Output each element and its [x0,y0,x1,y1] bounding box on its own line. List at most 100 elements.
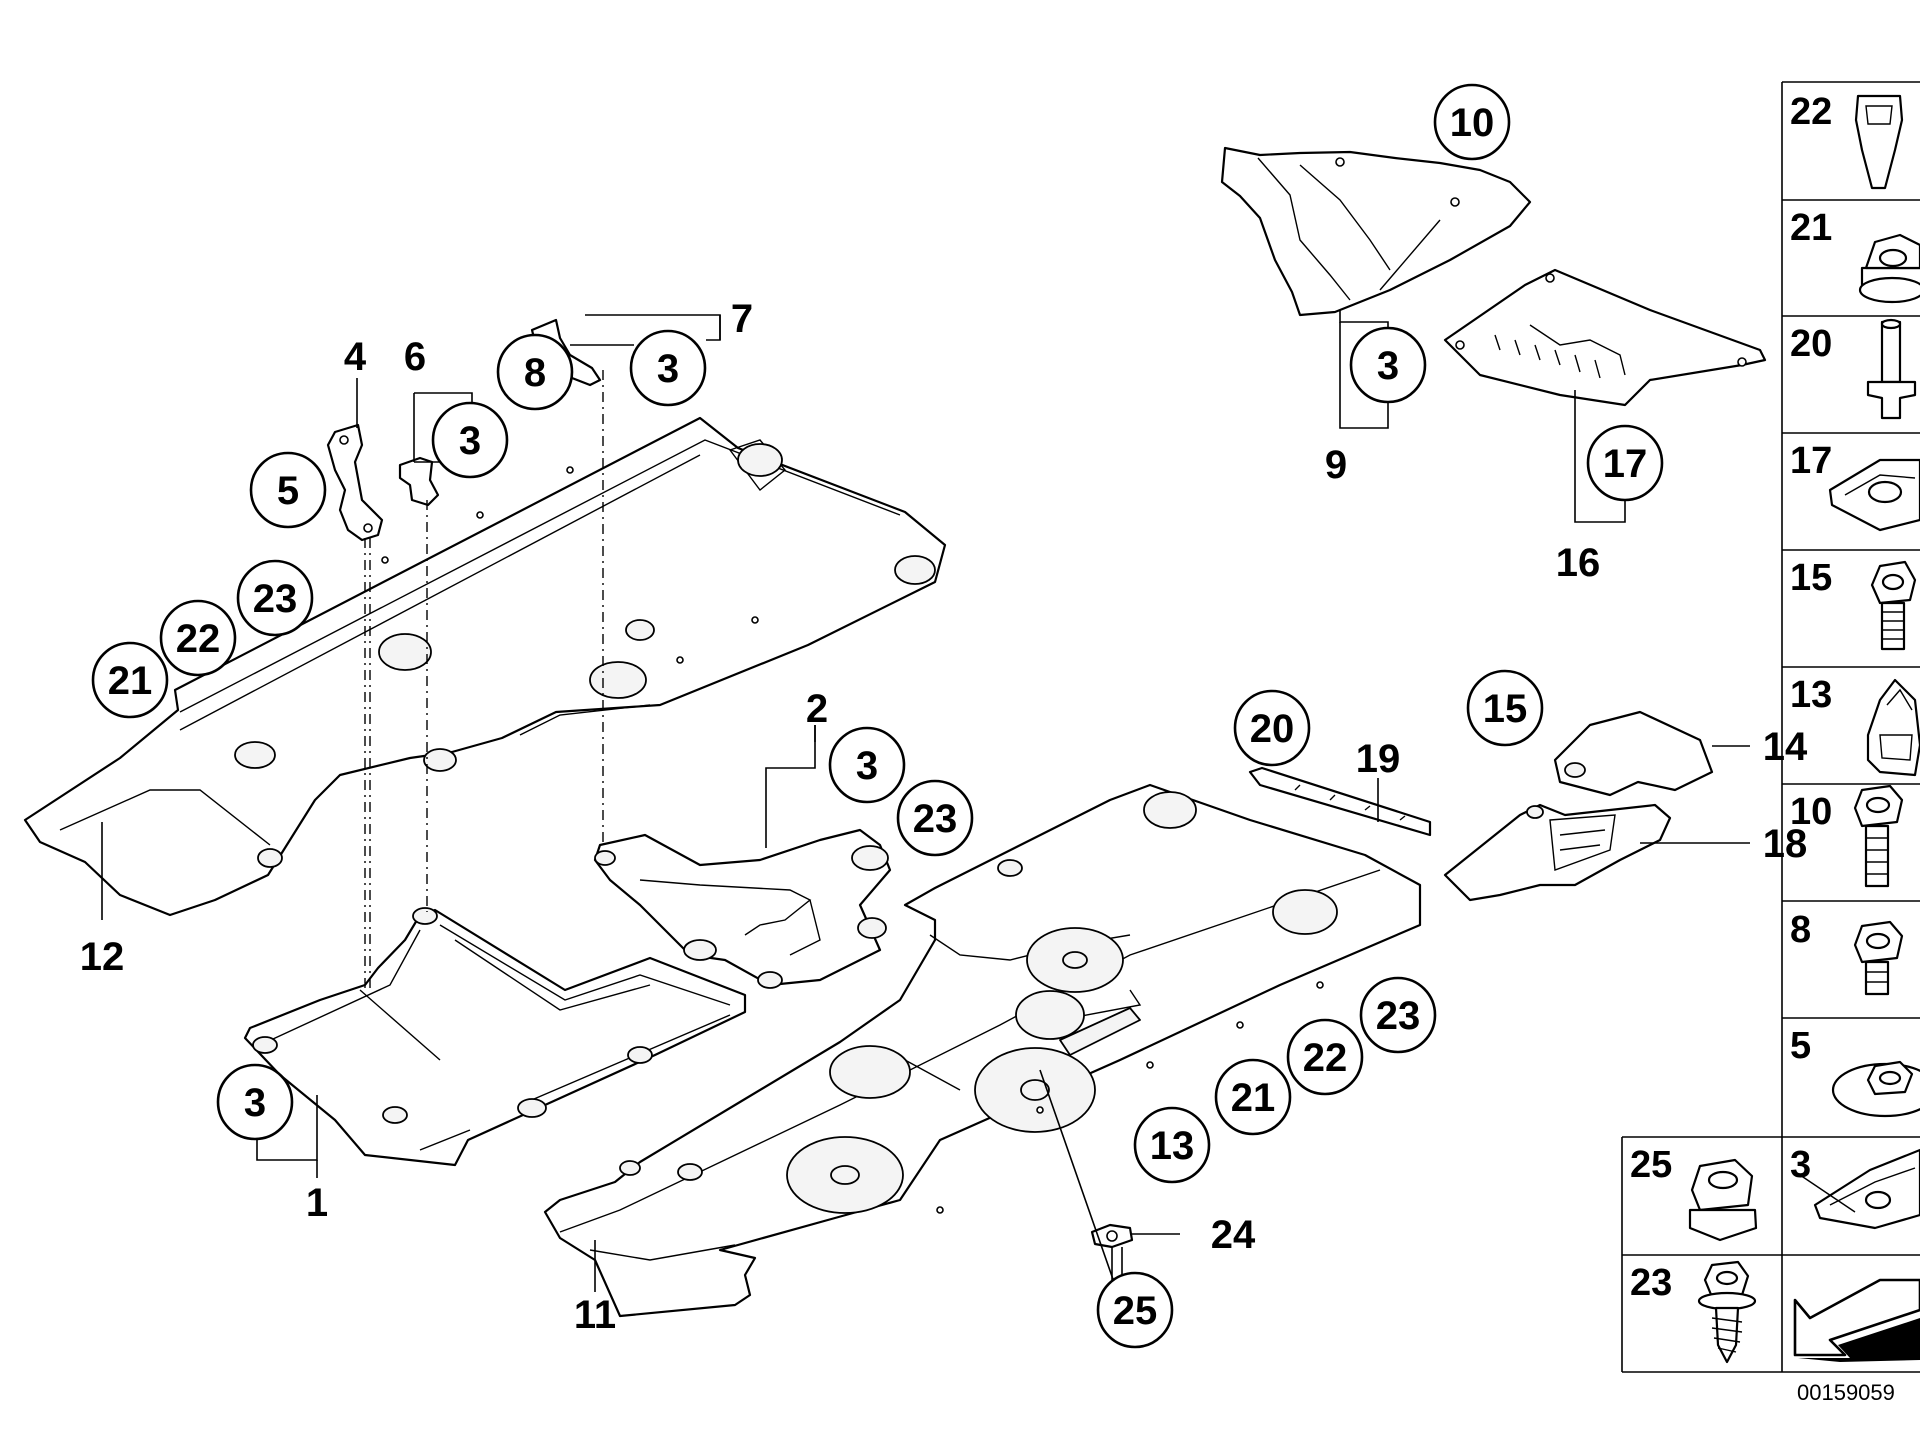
callout-3-part-6-label: 3 [459,419,481,463]
callout-20: 20 [1233,689,1311,767]
bracket-part-6 [398,456,440,507]
label-4: 4 [344,335,367,379]
bracket-clip-icon [1866,678,1920,777]
callout-23-right-label: 23 [1376,994,1421,1038]
callout-22-left-label: 22 [176,617,221,661]
label-14: 14 [1763,725,1808,769]
legend-item-8: 8 [1790,909,1904,996]
legend-item-23: 23 [1630,1260,1757,1364]
callout-17: 17 [1586,424,1664,502]
callout-25-label: 25 [1113,1289,1158,1333]
legend-10-label: 10 [1790,791,1832,833]
callout-3-part-7-label: 3 [657,347,679,391]
direction-arrow-icon [1793,1278,1920,1362]
callout-22-right: 22 [1286,1018,1364,1096]
callout-15-label: 15 [1483,687,1528,731]
legend-22-label: 22 [1790,91,1832,133]
legend-17-label: 17 [1790,440,1832,482]
label-7: 7 [731,297,753,341]
assembly-lines [364,370,604,992]
label-6: 6 [404,335,426,379]
callout-23-center: 23 [896,779,974,857]
bracket-part-18 [1443,803,1672,902]
legend-item-3: 3 [1790,1144,1920,1230]
flange-nut-icon [1688,1158,1758,1242]
callout-15: 15 [1466,669,1544,747]
legend-item-10: 10 [1790,784,1904,888]
bracket-part-4 [326,423,384,542]
legend-item-17: 17 [1790,440,1920,532]
legend-8-label: 8 [1790,909,1811,951]
callout-21-right-label: 21 [1231,1076,1276,1120]
label-24: 24 [1211,1213,1256,1257]
callout-3-part-6: 3 [431,401,509,479]
legend-25-label: 25 [1630,1144,1672,1186]
bracket-part-14 [1553,710,1714,797]
washer-nut-icon [1831,1060,1920,1118]
legend-20-label: 20 [1790,323,1832,365]
callout-21-right: 21 [1214,1058,1292,1136]
callout-21-left: 21 [91,641,169,719]
callout-3-part-9: 3 [1349,326,1427,404]
plastic-expanding-nut-icon [1854,94,1904,190]
label-9: 9 [1325,443,1347,487]
callout-23-right: 23 [1359,976,1437,1054]
hex-bolt-long-icon [1853,784,1904,888]
legend-21-label: 21 [1790,207,1832,249]
callout-22-right-label: 22 [1303,1036,1348,1080]
label-12: 12 [80,935,125,979]
document-id: 00159059 [1797,1380,1895,1405]
label-1: 1 [306,1181,328,1225]
legend-13-label: 13 [1790,674,1832,716]
callout-23-left-label: 23 [253,577,298,621]
legend-15-label: 15 [1790,557,1832,599]
label-19: 19 [1356,737,1401,781]
hex-bolt-icon [1870,560,1917,651]
hex-nut-with-collar-icon [1858,233,1920,304]
callout-20-label: 20 [1250,707,1295,751]
tunnel-panel-part-1 [243,907,747,1167]
fastener-legend: 22 21 20 17 [1621,81,1920,1373]
liner-part-9 [1220,146,1532,317]
callout-23-center-label: 23 [913,797,958,841]
label-18: 18 [1763,822,1808,866]
clip-nut-icon [1828,458,1920,532]
legend-item-21: 21 [1790,207,1920,304]
label-16: 16 [1556,541,1601,585]
push-pin-rivet-icon [1866,318,1917,420]
callout-8: 8 [496,333,574,411]
legend-23-label: 23 [1630,1262,1672,1304]
fastener-part-24 [1090,1223,1134,1249]
callout-13-label: 13 [1150,1124,1195,1168]
label-2: 2 [806,687,828,731]
strip-part-19 [1248,766,1432,837]
legend-3-label: 3 [1790,1144,1811,1186]
callout-13: 13 [1133,1106,1211,1184]
callout-3-part-2: 3 [828,726,906,804]
callout-10-label: 10 [1450,101,1495,145]
legend-item-13: 13 [1790,674,1920,777]
legend-item-15: 15 [1790,557,1917,651]
callout-25: 25 [1096,1271,1174,1349]
callout-23-left: 23 [236,559,314,637]
callout-3-part-7: 3 [629,329,707,407]
spring-nut-icon [1799,1148,1920,1230]
legend-item-22: 22 [1790,91,1904,190]
callout-3-part-1: 3 [216,1063,294,1141]
callout-22-left: 22 [159,599,237,677]
label-11: 11 [574,1293,616,1337]
legend-item-5: 5 [1790,1025,1920,1118]
callout-3-part-2-label: 3 [856,744,878,788]
reinforcement-plate-part-2 [593,828,892,989]
callout-3-part-9-label: 3 [1377,344,1399,388]
panel-part-16 [1443,268,1767,407]
underbody-panel-left [23,416,947,917]
legend-item-20: 20 [1790,318,1917,420]
callout-5: 5 [249,451,327,529]
legend-item-25: 25 [1630,1144,1758,1242]
hex-bolt-short-icon [1853,920,1904,996]
callout-10: 10 [1433,83,1511,161]
underbody-panel-right [543,783,1422,1318]
callout-21-left-label: 21 [108,659,153,703]
